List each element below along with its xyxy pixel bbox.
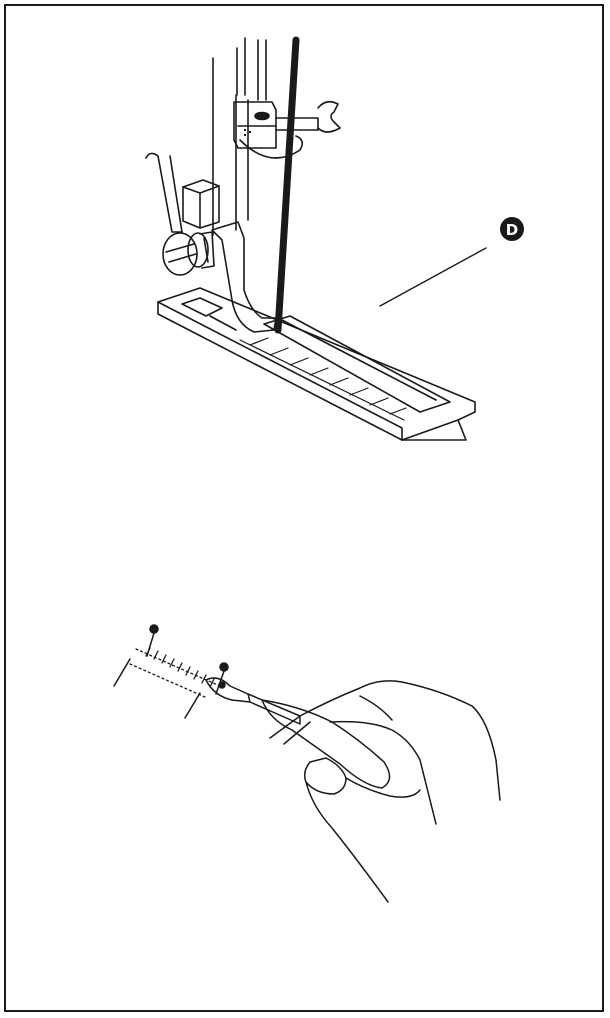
callout-label: D [506, 221, 518, 239]
seam-ripper-figure [113, 624, 501, 903]
hand [299, 680, 501, 903]
foot-shank [211, 221, 277, 333]
seam-ripper-tool [205, 677, 391, 789]
callout-leader-line [379, 247, 487, 307]
presser-lever [145, 152, 183, 233]
shank-block [182, 179, 220, 229]
presser-bar [212, 37, 267, 236]
page-frame [4, 4, 604, 1012]
seam-edge-right [184, 692, 201, 719]
needle-clamp [233, 100, 341, 159]
callout-badge: D [500, 217, 524, 241]
seam-edge-left [113, 658, 131, 687]
thread [274, 36, 300, 334]
guide-tick-marks [239, 337, 407, 421]
foot-base [157, 287, 476, 441]
presser-foot-figure [145, 36, 487, 441]
thumb-screw [162, 231, 215, 276]
stitch-lines [129, 647, 221, 698]
